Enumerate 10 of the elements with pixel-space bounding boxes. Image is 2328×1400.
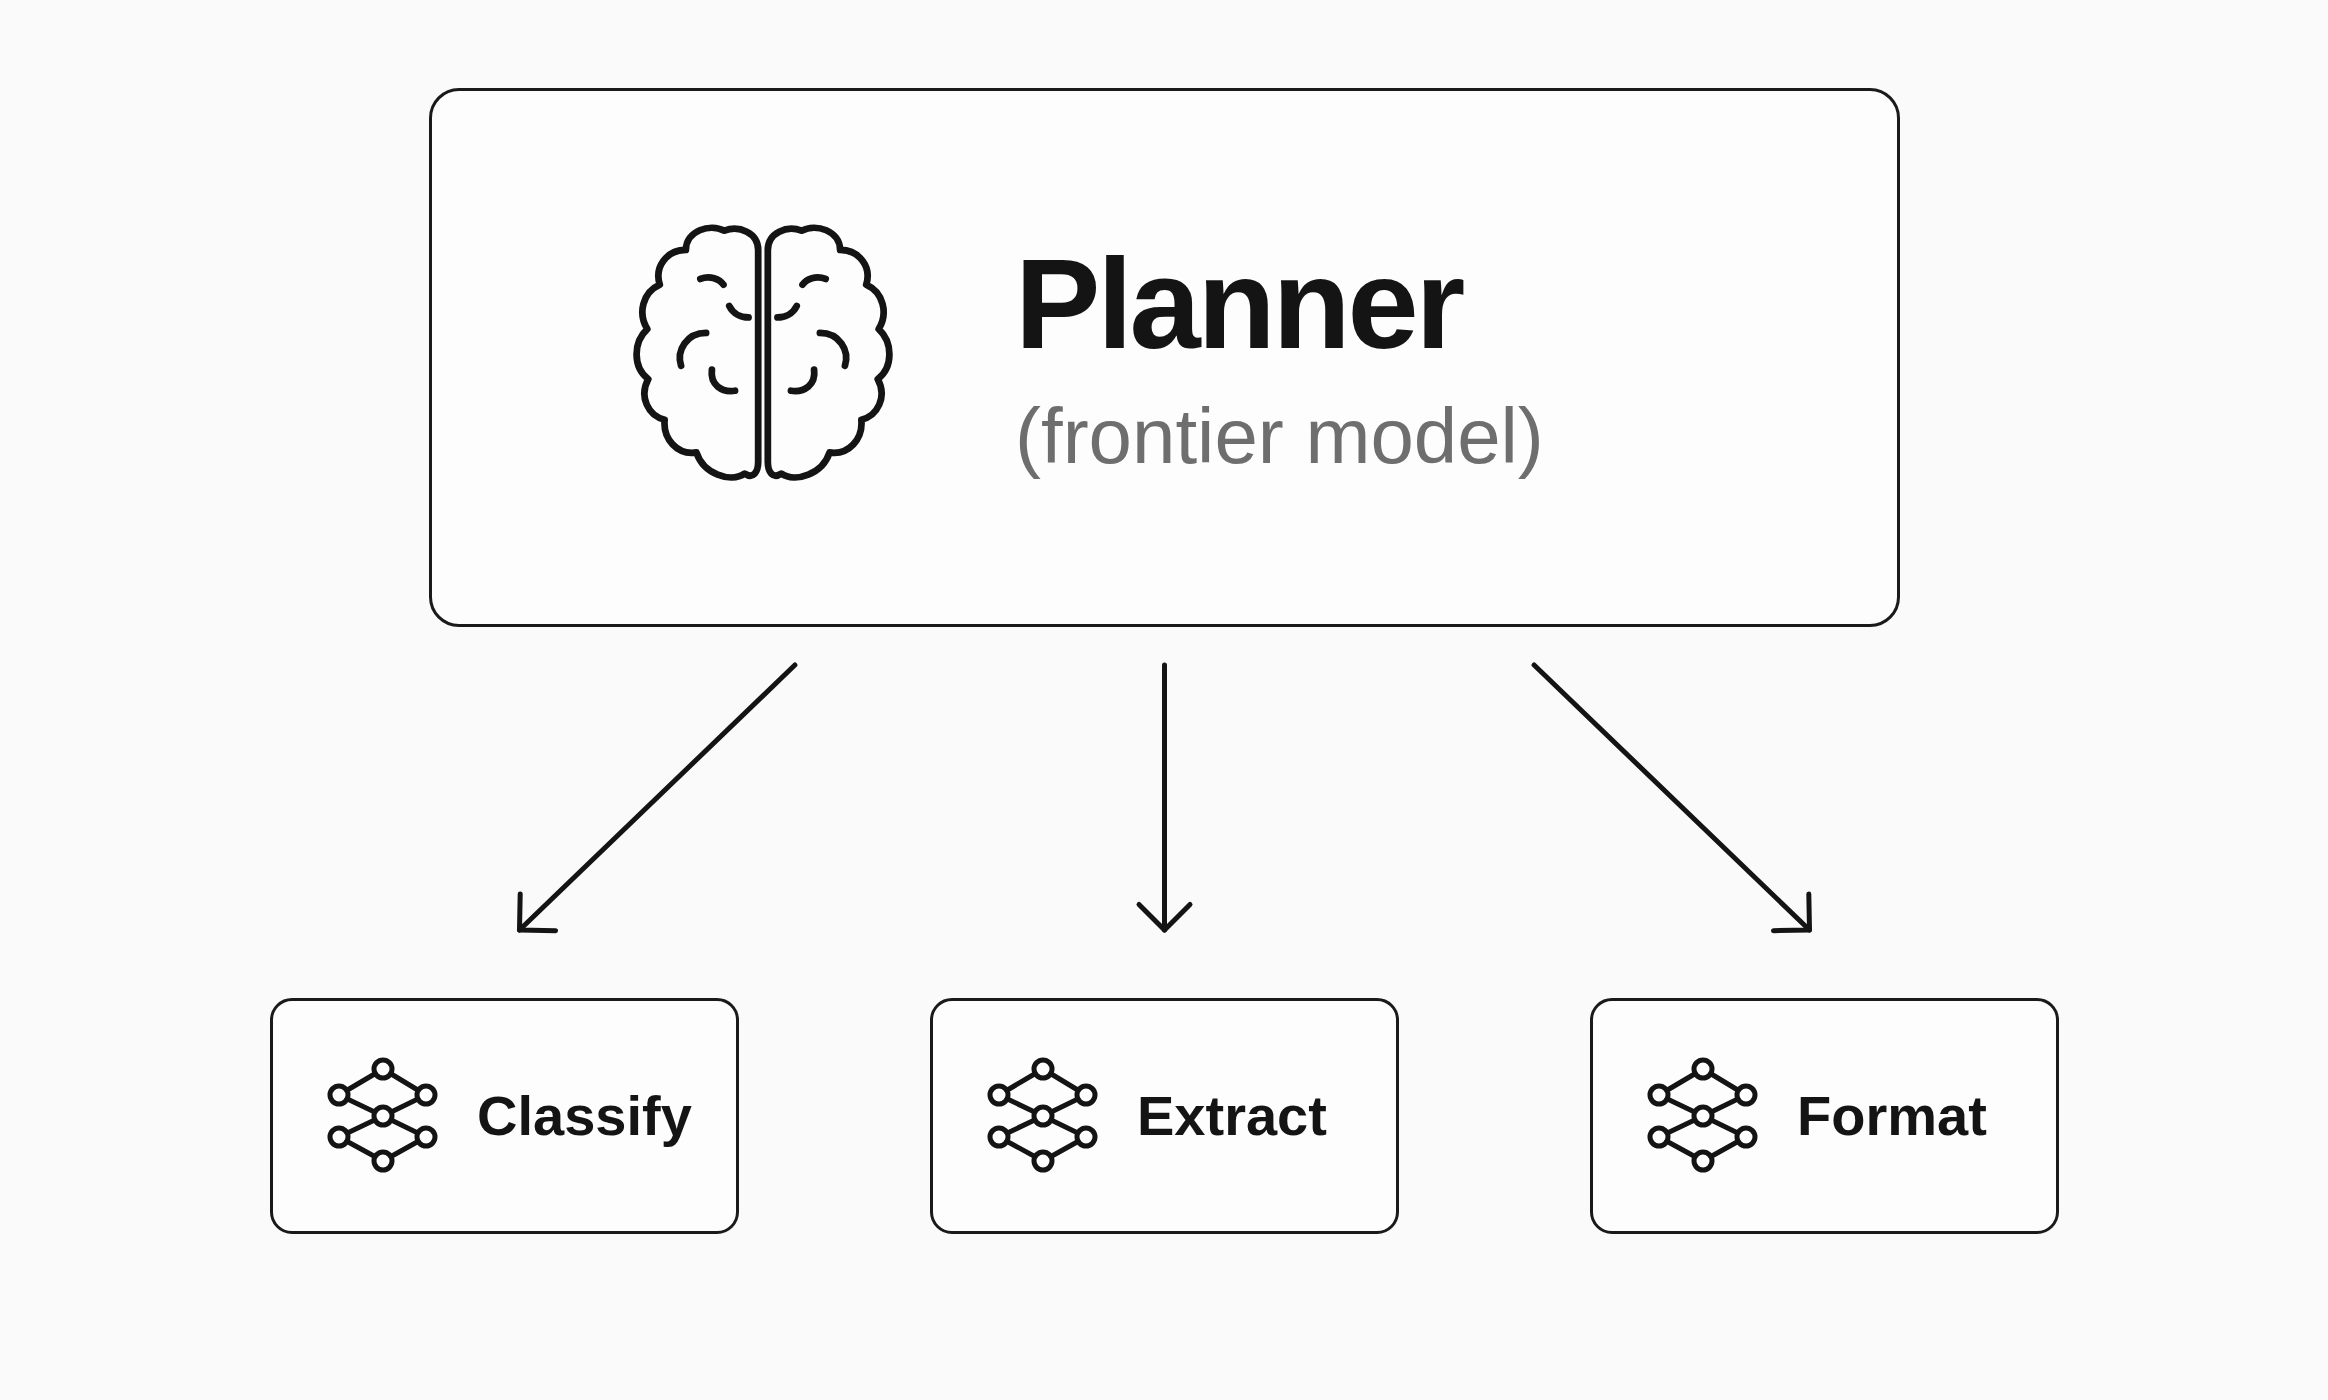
- node-label: Format: [1797, 1088, 1987, 1144]
- arrow: [517, 662, 798, 934]
- task-box: [930, 998, 1399, 1234]
- task-box: [270, 998, 739, 1234]
- node-label: Extract: [1137, 1088, 1327, 1144]
- task-box: [1590, 998, 2059, 1234]
- process-box: [429, 88, 1900, 627]
- node-title: Planner: [1015, 240, 1463, 368]
- arrow: [1136, 662, 1193, 933]
- arrow: [1531, 662, 1812, 934]
